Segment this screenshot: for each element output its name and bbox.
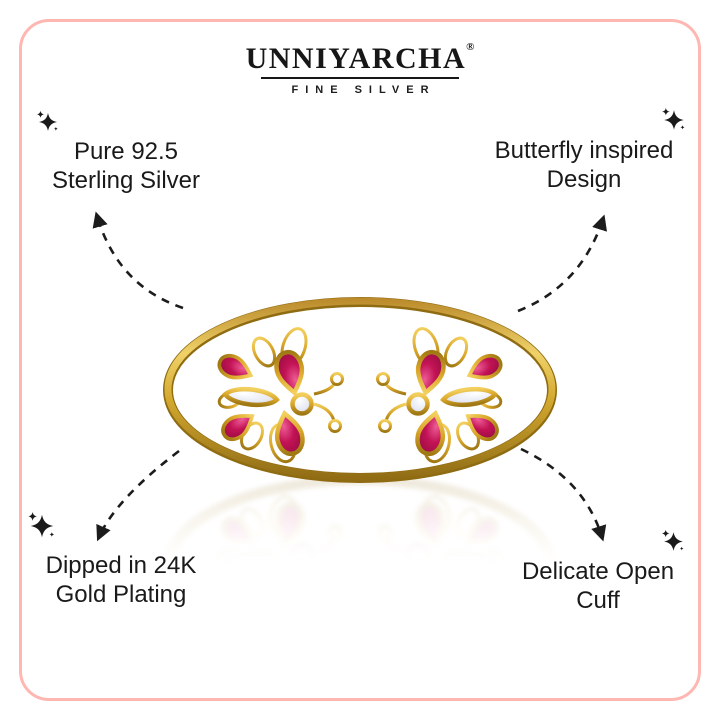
feature-callout-sterling-silver: Pure 92.5 Sterling Silver — [8, 137, 244, 195]
feature-line: Design — [546, 166, 622, 193]
logo-underline — [261, 77, 459, 79]
arrow-top-left — [92, 211, 184, 310]
feature-line: Butterfly inspired — [494, 137, 674, 164]
sparkle-icon — [661, 107, 687, 133]
brand-name-text: UNNIYARCHA — [245, 42, 467, 75]
arrow-top-right — [517, 214, 607, 313]
feature-line: Cuff — [576, 587, 620, 614]
feature-line: Pure 92.5 — [73, 138, 179, 165]
feature-line: Sterling Silver — [51, 167, 201, 194]
brand-name: UNNIYARCHA® — [0, 42, 720, 74]
registered-trademark-symbol: ® — [466, 41, 475, 53]
feature-callout-butterfly-design: Butterfly inspired Design — [456, 136, 712, 194]
sparkle-icon — [661, 529, 686, 554]
brand-tagline: FINE SILVER — [291, 84, 436, 96]
feature-callout-open-cuff: Delicate Open Cuff — [480, 557, 716, 615]
sparkle-icon — [27, 511, 57, 541]
arrow-bottom-right — [520, 447, 607, 542]
brand-logo: UNNIYARCHA® FINE SILVER — [0, 42, 720, 97]
feature-line: Gold Plating — [55, 581, 187, 608]
feature-line: Delicate Open — [521, 558, 675, 585]
arrow-bottom-left — [96, 449, 180, 542]
feature-callout-gold-plating: Dipped in 24K Gold Plating — [6, 551, 236, 609]
feature-line: Dipped in 24K — [45, 552, 197, 579]
sparkle-icon — [36, 110, 60, 134]
